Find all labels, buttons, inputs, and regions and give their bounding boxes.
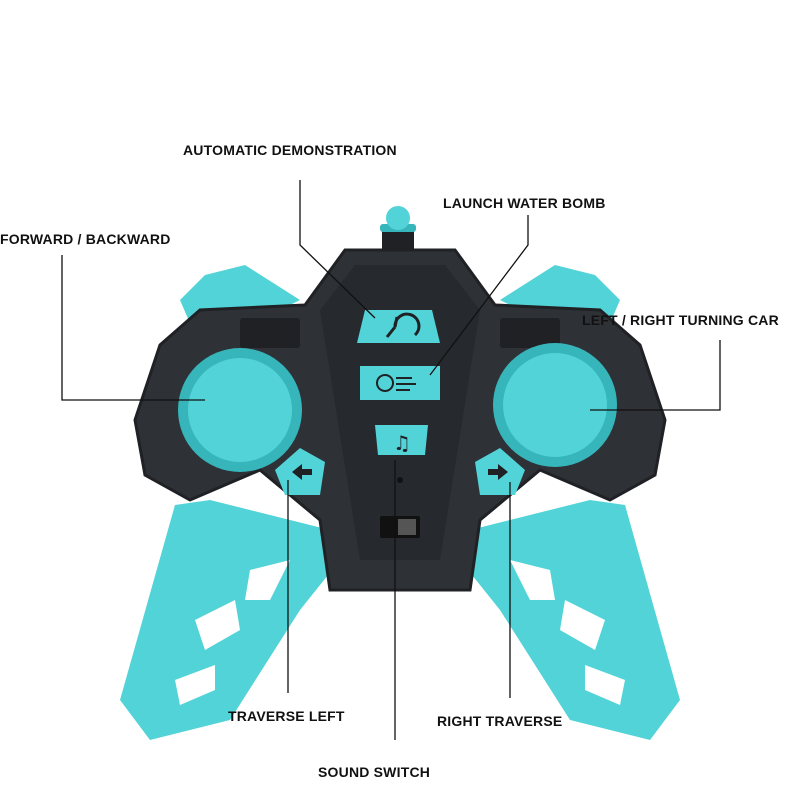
label-sound-switch: SOUND SWITCH [318,764,431,780]
label-left-right-turning: LEFT / RIGHT TURNING CAR [582,312,779,328]
auto-demo-button[interactable] [357,310,440,343]
svg-text:♫: ♫ [393,431,411,455]
label-traverse-left: TRAVERSE LEFT [228,708,345,724]
antenna-tip [386,206,410,230]
label-right-traverse: RIGHT TRAVERSE [437,713,563,729]
antenna-base [382,225,414,255]
label-forward-backward: FORWARD / BACKWARD [0,231,171,247]
sound-button[interactable] [375,425,428,455]
label-launch-water-bomb: LAUNCH WATER BOMB [443,195,606,211]
label-automatic-demonstration: AUTOMATIC DEMONSTRATION [183,142,397,158]
leader-lines [61,180,721,740]
